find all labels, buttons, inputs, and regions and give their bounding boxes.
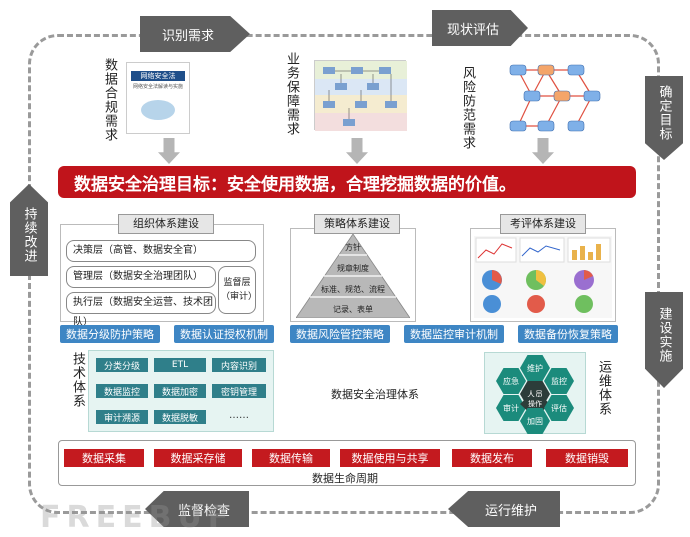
arrow-set-goals: 确定目标 [645,76,683,160]
arrow-operation-maintenance: 运行维护 [448,491,560,527]
book-emblem-icon [141,100,175,120]
down-arrow-icon [532,138,554,164]
arrow-supervision-check: 监督检查 [145,491,249,527]
org-row-execution: 执行层（数据安全运营、技术团队） [66,292,216,328]
policy-risk-control: 数据风险管控策略 [290,325,390,343]
ops-hex-monitoring: 监控 [544,368,574,394]
law-book-cover: 网络安全法 网络安全法解读与实施 [126,62,190,134]
compliance-needs-label: 数据合规需求 [102,58,117,142]
ops-hex-maintenance: 维护 [520,355,550,381]
freebuf-watermark: FREEBUF [40,500,235,535]
flow-chart-icon [315,61,407,131]
policy-auth-mechanism: 数据认证授权机制 [174,325,274,343]
org-row-decision: 决策层（高管、数据安全官） [66,240,256,262]
governance-system-label: 数据安全治理体系 [331,388,419,401]
lifecycle-transmission: 数据传输 [252,449,330,467]
ops-hex-operation: 操作 [520,397,550,411]
down-arrow-icon [346,138,368,164]
dashboard-charts-icon [475,237,611,313]
tech-monitoring: 数据监控 [96,384,148,398]
eval-dashboard [474,236,612,318]
tech-content-recognition: 内容识别 [212,358,266,372]
governance-goal-banner: 数据安全治理目标：安全使用数据，合理挖掘数据的价值。 [58,166,636,198]
tech-system-label: 技术体系 [70,352,85,408]
tech-masking: 数据脱敏 [154,410,206,424]
eval-system-title: 考评体系建设 [500,214,586,234]
policy-backup-recovery: 数据备份恢复策略 [518,325,618,343]
down-arrow-icon [158,138,180,164]
ops-system-label: 运维体系 [596,360,611,416]
risk-needs-label: 风险防范需求 [460,66,475,150]
tech-audit-trace: 审计溯源 [96,410,148,424]
policy-classification-protection: 数据分级防护策略 [60,325,160,343]
network-graph-icon [509,64,601,132]
org-system-title: 组织体系建设 [118,214,214,234]
org-row-management: 管理层（数据安全治理团队） [66,266,216,288]
lifecycle-storage: 数据采存储 [154,449,242,467]
tech-encryption: 数据加密 [154,384,206,398]
business-needs-label: 业务保障需求 [284,52,299,136]
lifecycle-usage-sharing: 数据使用与共享 [340,449,440,467]
arrow-identify-needs: 识别需求 [140,16,250,52]
pyramid-shape [296,234,410,318]
pyramid-level-policy: 方针 [345,243,361,252]
pyramid-level-records: 记录、表单 [333,305,373,314]
lifecycle-collection: 数据采集 [64,449,144,467]
tech-key-management: 密钥管理 [212,384,266,398]
risk-network-diagram [500,60,606,138]
org-supervisor-box: 监督层（审计） [218,266,257,314]
arrow-continuous-improvement: 持续改进 [10,184,48,276]
lifecycle-label: 数据生命周期 [312,472,378,485]
strategy-pyramid: 方针 规章制度 标准、规范、流程 记录、表单 [296,234,410,318]
ops-hex-audit: 审计 [496,395,526,421]
lifecycle-destruction: 数据销毁 [546,449,628,467]
tech-classification: 分类分级 [96,358,148,372]
policy-monitor-audit: 数据监控审计机制 [404,325,504,343]
arrow-implementation: 建设实施 [645,292,683,388]
ops-hex-emergency: 应急 [496,368,526,394]
lifecycle-publishing: 数据发布 [452,449,532,467]
ops-hex-assessment: 评估 [544,395,574,421]
arrow-status-assessment: 现状评估 [432,10,528,46]
tech-more: …… [229,410,249,421]
strategy-system-title: 策略体系建设 [314,214,400,234]
tech-etl: ETL [154,358,206,372]
business-flow-diagram [314,60,407,131]
ops-hex-hardening: 加固 [520,408,550,434]
pyramid-level-standards: 标准、规范、流程 [321,285,385,294]
pyramid-level-rules: 规章制度 [337,264,369,273]
